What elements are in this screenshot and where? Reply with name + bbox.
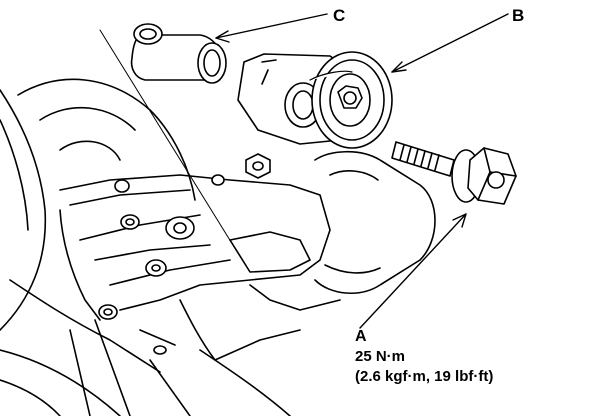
callout-label-a: A xyxy=(355,328,367,345)
arrowhead-a xyxy=(452,213,467,228)
torque-spec-alternate: (2.6 kgf·m, 19 lbf·ft) xyxy=(355,368,494,385)
flange-bolt-a xyxy=(391,141,517,205)
torque-spec-metric: 25 N·m xyxy=(355,348,406,365)
housing-cylinder xyxy=(139,150,436,361)
tensioner-pulley-b xyxy=(237,51,393,149)
callout-label-c: C xyxy=(333,6,346,25)
arrowhead-b xyxy=(391,61,407,73)
leader-line-b xyxy=(391,13,509,73)
leader-lines xyxy=(215,13,509,329)
engine-block xyxy=(0,78,291,416)
bracket-bolts xyxy=(98,153,271,320)
leader-line-c xyxy=(215,13,328,39)
collar-bushing-c xyxy=(130,23,227,84)
callout-label-b: B xyxy=(512,6,525,25)
arrowhead-c xyxy=(215,30,230,43)
mounting-bracket xyxy=(59,174,331,321)
leader-line-a xyxy=(359,213,467,329)
cable-line xyxy=(99,29,237,251)
